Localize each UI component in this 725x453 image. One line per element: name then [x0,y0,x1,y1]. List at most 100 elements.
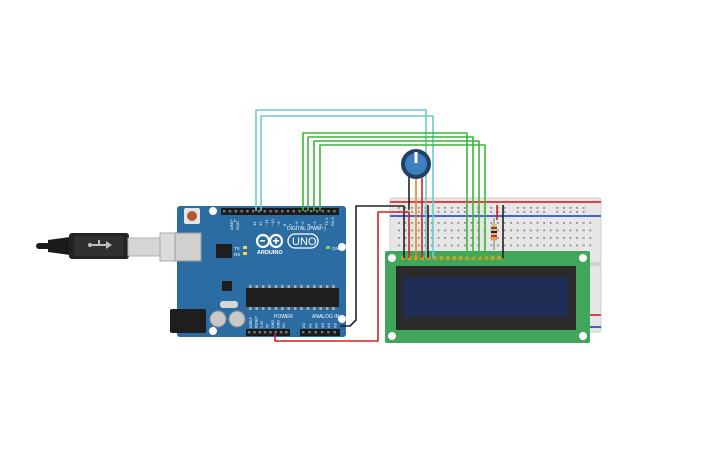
breadboard-hole [556,207,559,209]
breadboard-hole [582,237,585,239]
breadboard-hole [556,229,559,232]
breadboard-hole [411,207,413,209]
breadboard-hole [543,207,545,209]
lcd-pin [496,255,502,261]
header-pin [279,331,283,334]
atmega-chip [246,288,339,307]
analog-label: ANALOG IN [312,314,340,320]
breadboard-hole [503,207,506,209]
breadboard-hole [450,211,453,213]
breadboard-hole [444,237,446,239]
header-pin [314,331,317,334]
header-pin [285,331,288,334]
breadboard-hole [516,222,519,224]
breadboard-hole [523,237,526,239]
chip-pin [281,285,284,288]
chip-pin [255,285,258,288]
breadboard-hole [398,207,400,209]
breadboard-hole [589,237,592,239]
usb-cable-icon [36,232,201,262]
breadboard-hole [516,229,519,232]
aref-label: AREF [229,219,234,230]
breadboard-hole [510,229,512,232]
breadboard-hole [543,244,545,247]
arduino-uno-board: ARDUINO UNO DIGITAL (PWM~) POWER ANALOG … [170,206,346,337]
header-pin [321,210,324,213]
breadboard-hole [477,244,479,247]
digital-pin-label: RX 0 [330,216,335,226]
wire-green-2 [307,136,474,258]
chip-pin [306,285,310,288]
digital-label: DIGITAL (PWM~) [287,226,326,232]
header-pin [274,331,277,334]
chip-pin [313,285,316,288]
lcd-pin [439,255,444,261]
breadboard-hole [536,237,539,239]
breadboard-hole [549,222,552,224]
breadboard-hole [503,211,506,213]
breadboard-hole [556,244,559,247]
chip-pin [274,307,278,310]
header-pin [333,210,336,213]
digital-pin-label: 7 [288,223,293,226]
analog-pin-label: A5 [333,322,338,328]
breadboard-hole [437,229,440,232]
breadboard-hole [536,207,539,209]
digital-pin-label: 8 [282,223,287,226]
breadboard-hole [464,211,466,213]
breadboard-hole [510,237,512,239]
analog-pin-label: A2 [314,322,319,328]
digital-pin-label: ~3 [312,221,317,226]
digital-pin-label: 2 [318,223,323,226]
analog-header [300,329,340,336]
lcd-pin [458,255,463,261]
rx-label: RX [234,252,240,257]
breadboard-hole [530,244,532,247]
lcd-screen [403,277,568,317]
breadboard-hole [556,222,559,224]
breadboard-hole [477,211,479,213]
header-pin [240,210,243,213]
breadboard-hole [497,237,499,239]
breadboard-hole [516,211,519,213]
breadboard-hole [431,244,433,247]
breadboard-hole [543,237,545,239]
chip-pin [261,285,265,288]
tx-label: TX [234,246,240,251]
breadboard-hole [411,222,413,224]
breadboard-hole [470,244,473,247]
breadboard-hole [431,229,433,232]
header-pin [327,210,330,213]
breadboard-hole [503,222,506,224]
breadboard-hole [530,207,532,209]
breadboard-hole [563,237,565,239]
breadboard-hole [576,211,578,213]
breadboard-hole [543,222,545,224]
breadboard-hole [477,229,479,232]
breadboard-hole [437,244,440,247]
arduino-model-text: UNO [292,236,317,248]
chip-pin [300,285,303,288]
chip-pin [281,307,284,310]
breadboard-hole [470,237,473,239]
breadboard-hole [411,244,413,247]
header-pin [252,210,255,213]
breadboard-hole [404,244,407,247]
digital-pin-label: TX 1 [324,217,329,226]
wire-red-5v [274,211,410,342]
header-pin [263,331,267,334]
lcd-pin [445,255,450,261]
digital-pin-label: ~11 [264,219,269,226]
breadboard-hole [569,207,572,209]
digital-pin-label: ~5 [300,221,305,226]
breadboard-hole [457,237,460,239]
header-pin [292,210,295,213]
chip-pin [325,307,329,310]
arduino-logo-icon [255,233,284,249]
breadboard-hole [569,244,572,247]
breadboard-hole [589,229,592,232]
digital-pin-label: ~9 [276,221,281,226]
breadboard-hole [457,207,460,209]
breadboard-hole [417,229,420,232]
power-pin-label: 3.3V [260,320,264,328]
